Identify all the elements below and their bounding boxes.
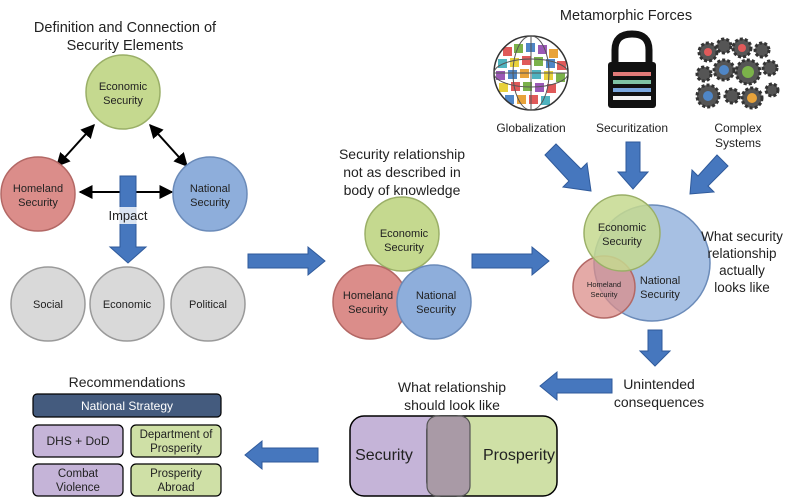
- homeland-security-circle: [0, 156, 76, 232]
- combat-violence-label-2: Violence: [56, 482, 100, 494]
- impact-social-label: Social: [33, 299, 63, 311]
- national-strategy-label: National Strategy: [81, 399, 173, 413]
- arrow-to-should: [539, 370, 613, 402]
- actual-homeland-label-1: Homeland: [587, 280, 621, 289]
- economic-security-label-2: Security: [103, 95, 143, 107]
- national-security-circle: [172, 156, 248, 232]
- should-caption-line1: What relationship: [398, 379, 506, 395]
- forces-section: Metamorphic Forces: [493, 8, 780, 195]
- arrow-globalization: [544, 143, 592, 192]
- arrow-to-unintended: [638, 329, 672, 367]
- combat-violence-box: [32, 463, 124, 497]
- should-caption-line2: should look like: [404, 397, 500, 413]
- arrow-complex: [689, 154, 729, 195]
- department-prosperity-box: [130, 424, 222, 458]
- actual-section: Economic Security Homeland Security Nati…: [572, 194, 783, 410]
- actual-economic-label-1: Economic: [598, 222, 647, 234]
- arrow-securitization: [616, 141, 650, 190]
- should-section: What relationship should look like Secur…: [349, 379, 558, 497]
- definition-section: Definition and Connection of Security El…: [0, 20, 248, 342]
- arrow-to-recommendations: [244, 439, 319, 471]
- homeland-security-label-2: Security: [18, 197, 58, 209]
- padlock-icon: [608, 30, 656, 108]
- arrow-to-middle: [247, 245, 326, 277]
- department-prosperity-label-2: Prosperity: [150, 443, 202, 455]
- middle-economic-label-1: Economic: [380, 228, 429, 240]
- middle-section: Security relationship not as described i…: [332, 146, 472, 340]
- national-security-label-2: Security: [190, 197, 230, 209]
- arrow-economic-national: [149, 123, 188, 168]
- actual-homeland-label-2: Security: [590, 290, 617, 299]
- recommendations-section: Recommendations National Strategy DHS + …: [32, 374, 222, 497]
- impact-economic-label: Economic: [103, 299, 152, 311]
- prosperity-abroad-label-1: Prosperity: [150, 468, 202, 480]
- prosperity-abroad-label-2: Abroad: [157, 482, 194, 494]
- arrow-to-actual: [471, 245, 550, 277]
- actual-economic-circle: [583, 194, 661, 272]
- security-label: Security: [355, 447, 413, 464]
- complex-systems-label-2: Systems: [715, 136, 761, 150]
- actual-caption-line2: relationship: [707, 246, 776, 261]
- middle-caption-line2: not as described in: [343, 164, 461, 180]
- actual-caption-line1: What security: [701, 229, 783, 244]
- middle-homeland-label-2: Security: [348, 304, 388, 316]
- middle-national-label-2: Security: [416, 304, 456, 316]
- national-strategy-box: [32, 393, 222, 418]
- unintended-label-2: consequences: [614, 394, 704, 410]
- middle-economic-circle: [364, 196, 440, 272]
- homeland-security-label-1: Homeland: [13, 183, 63, 195]
- actual-caption-line4: looks like: [714, 280, 770, 295]
- actual-caption-line3: actually: [719, 263, 765, 278]
- unintended-label-1: Unintended: [623, 376, 695, 392]
- impact-political-label: Political: [189, 299, 227, 311]
- gears-icon: [695, 37, 780, 110]
- impact-economic-circle: [89, 266, 165, 342]
- prosperity-label: Prosperity: [483, 447, 555, 464]
- definition-title-line1: Definition and Connection of: [34, 20, 217, 36]
- impact-political-circle: [170, 266, 246, 342]
- dhs-dod-box: [32, 424, 124, 458]
- actual-national-label-1: National: [640, 275, 680, 287]
- economic-security-label-1: Economic: [99, 81, 148, 93]
- securitization-label: Securitization: [596, 121, 668, 135]
- actual-national-label-2: Security: [640, 289, 680, 301]
- impact-social-circle: [10, 266, 86, 342]
- department-prosperity-label-1: Department of: [140, 429, 214, 441]
- dhs-dod-label: DHS + DoD: [46, 434, 109, 448]
- prosperity-abroad-box: [130, 463, 222, 497]
- impact-label: Impact: [108, 208, 147, 223]
- combat-violence-label-1: Combat: [58, 468, 99, 480]
- impact-label-bg: [104, 207, 152, 224]
- complex-systems-label-1: Complex: [714, 121, 761, 135]
- overlap-box: [426, 415, 471, 497]
- definition-title-line2: Security Elements: [67, 38, 184, 54]
- middle-national-label-1: National: [416, 290, 456, 302]
- middle-economic-label-2: Security: [384, 242, 424, 254]
- arrow-economic-homeland: [56, 123, 95, 168]
- actual-economic-label-2: Security: [602, 236, 642, 248]
- national-security-label-1: National: [190, 183, 230, 195]
- recommendations-title: Recommendations: [69, 374, 186, 390]
- economic-security-circle: [85, 54, 161, 130]
- forces-title: Metamorphic Forces: [560, 8, 692, 24]
- middle-caption-line1: Security relationship: [339, 146, 465, 162]
- globe-icon: [493, 35, 569, 111]
- middle-homeland-circle: [332, 264, 408, 340]
- middle-caption-line3: body of knowledge: [344, 182, 461, 198]
- middle-homeland-label-1: Homeland: [343, 290, 393, 302]
- middle-national-circle: [396, 264, 472, 340]
- globalization-label: Globalization: [496, 121, 565, 135]
